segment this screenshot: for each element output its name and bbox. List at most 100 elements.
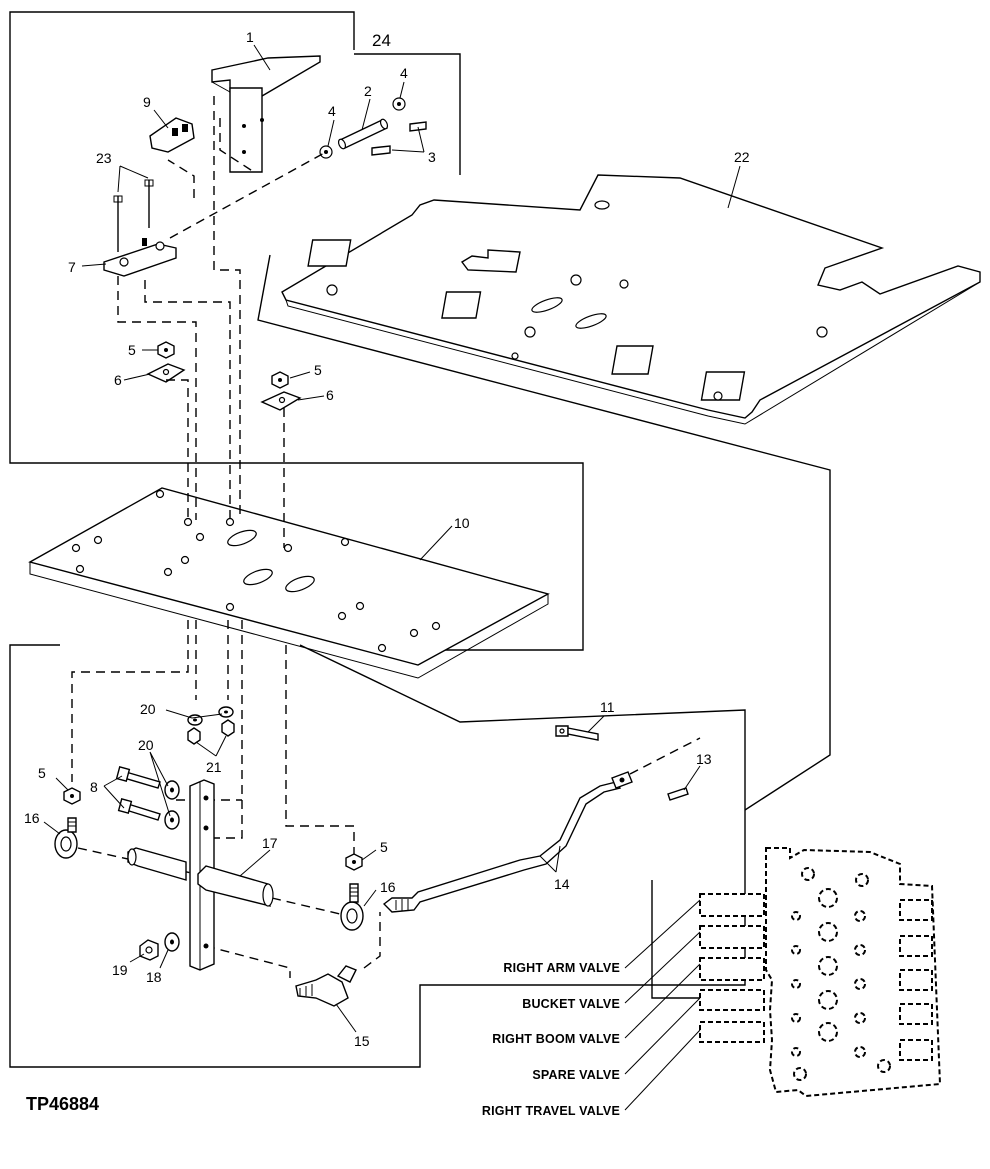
nut-upper-right (271, 371, 289, 389)
leader-5b (289, 371, 311, 379)
washer-top-inner (397, 102, 401, 106)
nuts-stack (187, 719, 235, 745)
callout-16a: 16 (24, 810, 40, 826)
nut-lower-left (63, 787, 81, 805)
label-right-travel-valve: RIGHT TRAVEL VALVE (482, 1104, 620, 1118)
leader-4a (399, 81, 405, 99)
leader-5d (361, 849, 377, 861)
bolts (115, 766, 161, 821)
leader-10 (419, 525, 453, 561)
rod-end-left (54, 817, 78, 859)
control-valve (699, 847, 942, 1098)
callout-13: 13 (696, 751, 712, 767)
leader-4b (327, 119, 335, 147)
leader-19 (129, 953, 145, 963)
callout-20b: 20 (138, 737, 154, 753)
figure-code: TP46884 (26, 1094, 99, 1114)
label-right-arm-valve: RIGHT ARM VALVE (503, 961, 620, 975)
assembly-line-r (271, 897, 341, 915)
leader-3 (391, 126, 425, 153)
leader-15 (335, 1003, 357, 1033)
washer-18 (164, 932, 180, 952)
callout-3: 3 (428, 149, 436, 165)
spring-pins (371, 121, 427, 156)
callout-4a: 4 (400, 65, 408, 81)
pin-13 (667, 787, 689, 801)
callout-22: 22 (734, 149, 750, 165)
pivot-pin (337, 118, 389, 150)
label-bucket-valve: BUCKET VALVE (522, 997, 620, 1011)
shaft (127, 847, 274, 907)
leader-2 (361, 98, 371, 131)
label-spare-valve: SPARE VALVE (532, 1068, 620, 1082)
ball-joint (295, 965, 357, 1007)
callout-23: 23 (96, 150, 112, 166)
leader-17 (239, 849, 271, 877)
callout-15: 15 (354, 1033, 370, 1049)
callout-24: 24 (372, 31, 391, 50)
leader-20a (165, 709, 223, 719)
washer-left-inner (324, 150, 328, 154)
callout-7: 7 (68, 259, 76, 275)
leader-spare (624, 997, 701, 1075)
leader-5c (55, 777, 69, 791)
rod-end-right (340, 883, 364, 931)
callout-2: 2 (364, 83, 372, 99)
leader-11 (587, 715, 605, 733)
label-right-boom-valve: RIGHT BOOM VALVE (492, 1032, 620, 1046)
assembly-line-p (363, 912, 381, 969)
plate-upper-left (146, 363, 186, 383)
leader-16b (363, 889, 377, 907)
leader-8 (103, 775, 125, 809)
callout-4b: 4 (328, 103, 336, 119)
leader-9 (153, 109, 169, 129)
callout-8: 8 (90, 779, 98, 795)
leader-13 (683, 765, 701, 791)
bolt-11 (555, 725, 599, 741)
callout-19: 19 (112, 962, 128, 978)
leader-right-arm (624, 899, 701, 969)
callout-6a: 6 (114, 372, 122, 388)
callout-5b: 5 (314, 362, 322, 378)
leader-bucket (624, 931, 701, 1004)
mount-plate (28, 487, 550, 679)
leader-20b (149, 751, 171, 817)
plate-upper-right (260, 391, 302, 411)
assembly-line-b (219, 118, 255, 173)
callout-17: 17 (262, 835, 278, 851)
assembly-line-o (205, 945, 291, 978)
floor-plate (281, 174, 981, 425)
routing-line-22 (257, 254, 831, 811)
assembly-line-l (214, 620, 243, 839)
assembly-line-e (144, 280, 231, 520)
assembly-line-f (166, 379, 189, 520)
callout-18: 18 (146, 969, 162, 985)
upper-group-frame (9, 11, 584, 651)
leader-21 (195, 735, 227, 757)
assembly-line-i (71, 620, 189, 782)
leader-18 (159, 949, 169, 969)
washers-20-lower (164, 780, 180, 830)
lower-group-frame (9, 644, 746, 1068)
assembly-line-d (117, 276, 197, 520)
callout-14: 14 (554, 876, 570, 892)
leader-6b (297, 395, 325, 401)
nut-lower-center (345, 853, 363, 871)
leader-1 (253, 44, 271, 71)
leader-23 (117, 165, 149, 193)
leader-22 (727, 165, 741, 209)
nut-19 (139, 939, 159, 961)
assembly-line-h (167, 159, 195, 198)
assembly-line-m (285, 645, 355, 856)
leader-6a (123, 373, 151, 381)
callout-6b: 6 (326, 387, 334, 403)
callout-20a: 20 (140, 701, 156, 717)
callout-10: 10 (454, 515, 470, 531)
switch (149, 117, 195, 153)
callout-21: 21 (206, 759, 222, 775)
valve-group-frame (651, 880, 700, 999)
leader-right-travel (624, 1029, 701, 1111)
callout-5c: 5 (38, 765, 46, 781)
upper-group-frame-right (354, 53, 461, 175)
